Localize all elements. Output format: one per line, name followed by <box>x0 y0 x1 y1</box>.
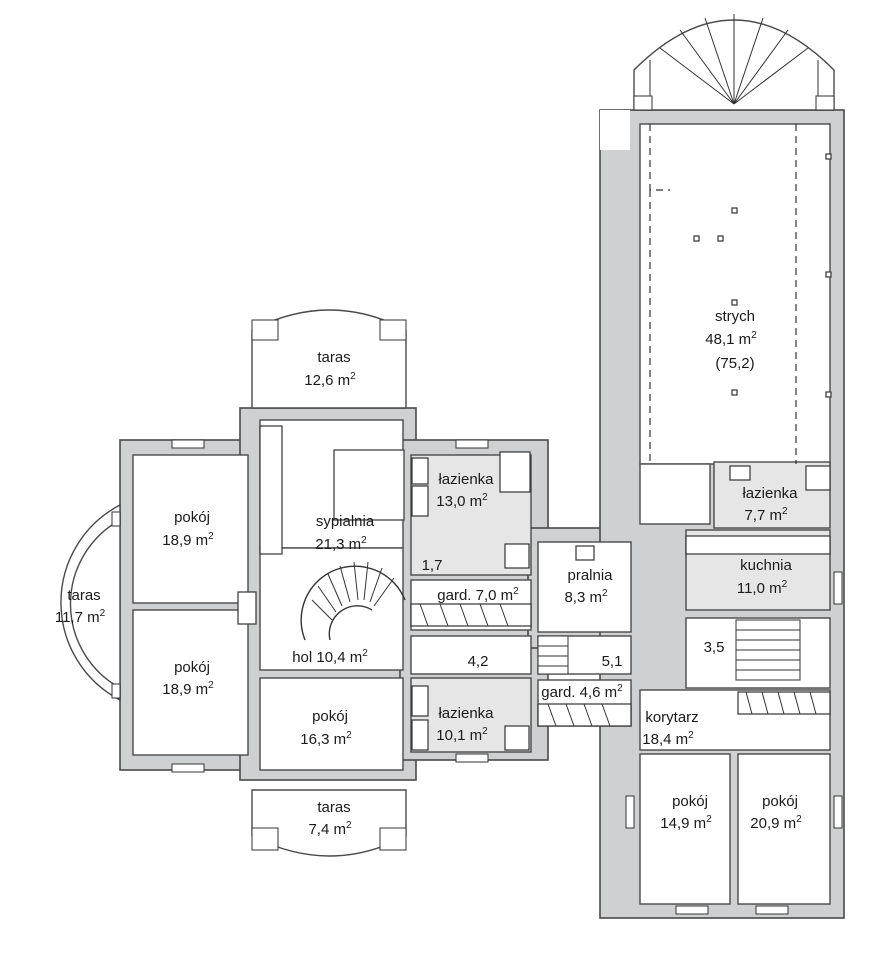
fixtures <box>237 425 831 751</box>
room-label-kuchnia-area: 11,0 m2 <box>737 579 788 597</box>
staircases <box>300 561 801 681</box>
room-label-taras-bottom-name: taras <box>317 799 350 816</box>
room-label-gard-1: gard. 7,0 m2 <box>437 586 519 604</box>
room-label-small-1-7: 1,7 <box>422 557 443 574</box>
room-label-small-4-2: 4,2 <box>468 653 489 670</box>
room-label-pokoj-mid-area: 16,3 m2 <box>300 730 352 748</box>
room-label-lazienka-1-name: łazienka <box>438 471 494 488</box>
room-label-kuchnia-name: kuchnia <box>740 557 792 574</box>
room-label-taras-bottom-area: 7,4 m2 <box>308 820 352 838</box>
room-label-gard-2: gard. 4,6 m2 <box>541 683 623 701</box>
stair-small <box>537 635 569 675</box>
room-labels: strych 48,1 m2 (75,2) taras 12,6 m2 łazi… <box>55 308 802 838</box>
room-label-taras-top-name: taras <box>317 349 350 366</box>
room-label-pokoj-mid-name: pokój <box>312 708 348 725</box>
room-floors <box>132 123 831 905</box>
room-label-strych-extra: (75,2) <box>715 355 754 372</box>
room-label-lazienka-1-area: 13,0 m2 <box>436 492 488 510</box>
room-label-hol: hol 10,4 m2 <box>292 648 368 666</box>
room-label-sypialnia-name: sypialnia <box>316 513 375 530</box>
room-label-pokoj-nw-area: 18,9 m2 <box>162 531 214 549</box>
room-label-small-5-1: 5,1 <box>602 653 623 670</box>
windows <box>111 439 843 915</box>
room-label-pralnia-area: 8,3 m2 <box>564 588 608 606</box>
room-label-taras-top-area: 12,6 m2 <box>304 371 356 389</box>
room-label-sypialnia-area: 21,3 m2 <box>315 535 367 553</box>
room-label-pokoj-sw-area: 18,9 m2 <box>162 680 214 698</box>
room-label-pokoj-r1-name: pokój <box>672 793 708 810</box>
room-label-pokoj-r1-area: 14,9 m2 <box>660 814 712 832</box>
room-label-pokoj-r2-name: pokój <box>762 793 798 810</box>
room-label-taras-left-area: 11,7 m2 <box>55 608 106 626</box>
room-label-pralnia-name: pralnia <box>567 567 613 584</box>
room-label-small-3-5: 3,5 <box>704 639 725 656</box>
room-label-lazienka-3-area: 10,1 m2 <box>436 726 488 744</box>
room-label-strych-name: strych <box>715 308 755 325</box>
room-label-lazienka-2-area: 7,7 m2 <box>744 506 788 524</box>
room-label-pokoj-sw-name: pokój <box>174 659 210 676</box>
room-label-taras-left-name: taras <box>67 587 100 604</box>
room-label-korytarz-area: 18,4 m2 <box>642 730 694 748</box>
room-label-pokoj-nw-name: pokój <box>174 509 210 526</box>
room-label-lazienka-2-name: łazienka <box>742 485 798 502</box>
room-label-korytarz-name: korytarz <box>645 709 698 726</box>
room-label-pokoj-r2-area: 20,9 m2 <box>750 814 802 832</box>
room-label-strych-area: 48,1 m2 <box>705 330 757 348</box>
terraces <box>60 14 835 857</box>
room-label-lazienka-3-name: łazienka <box>438 705 494 722</box>
stair-right <box>735 619 801 681</box>
attic-outline <box>649 124 832 464</box>
